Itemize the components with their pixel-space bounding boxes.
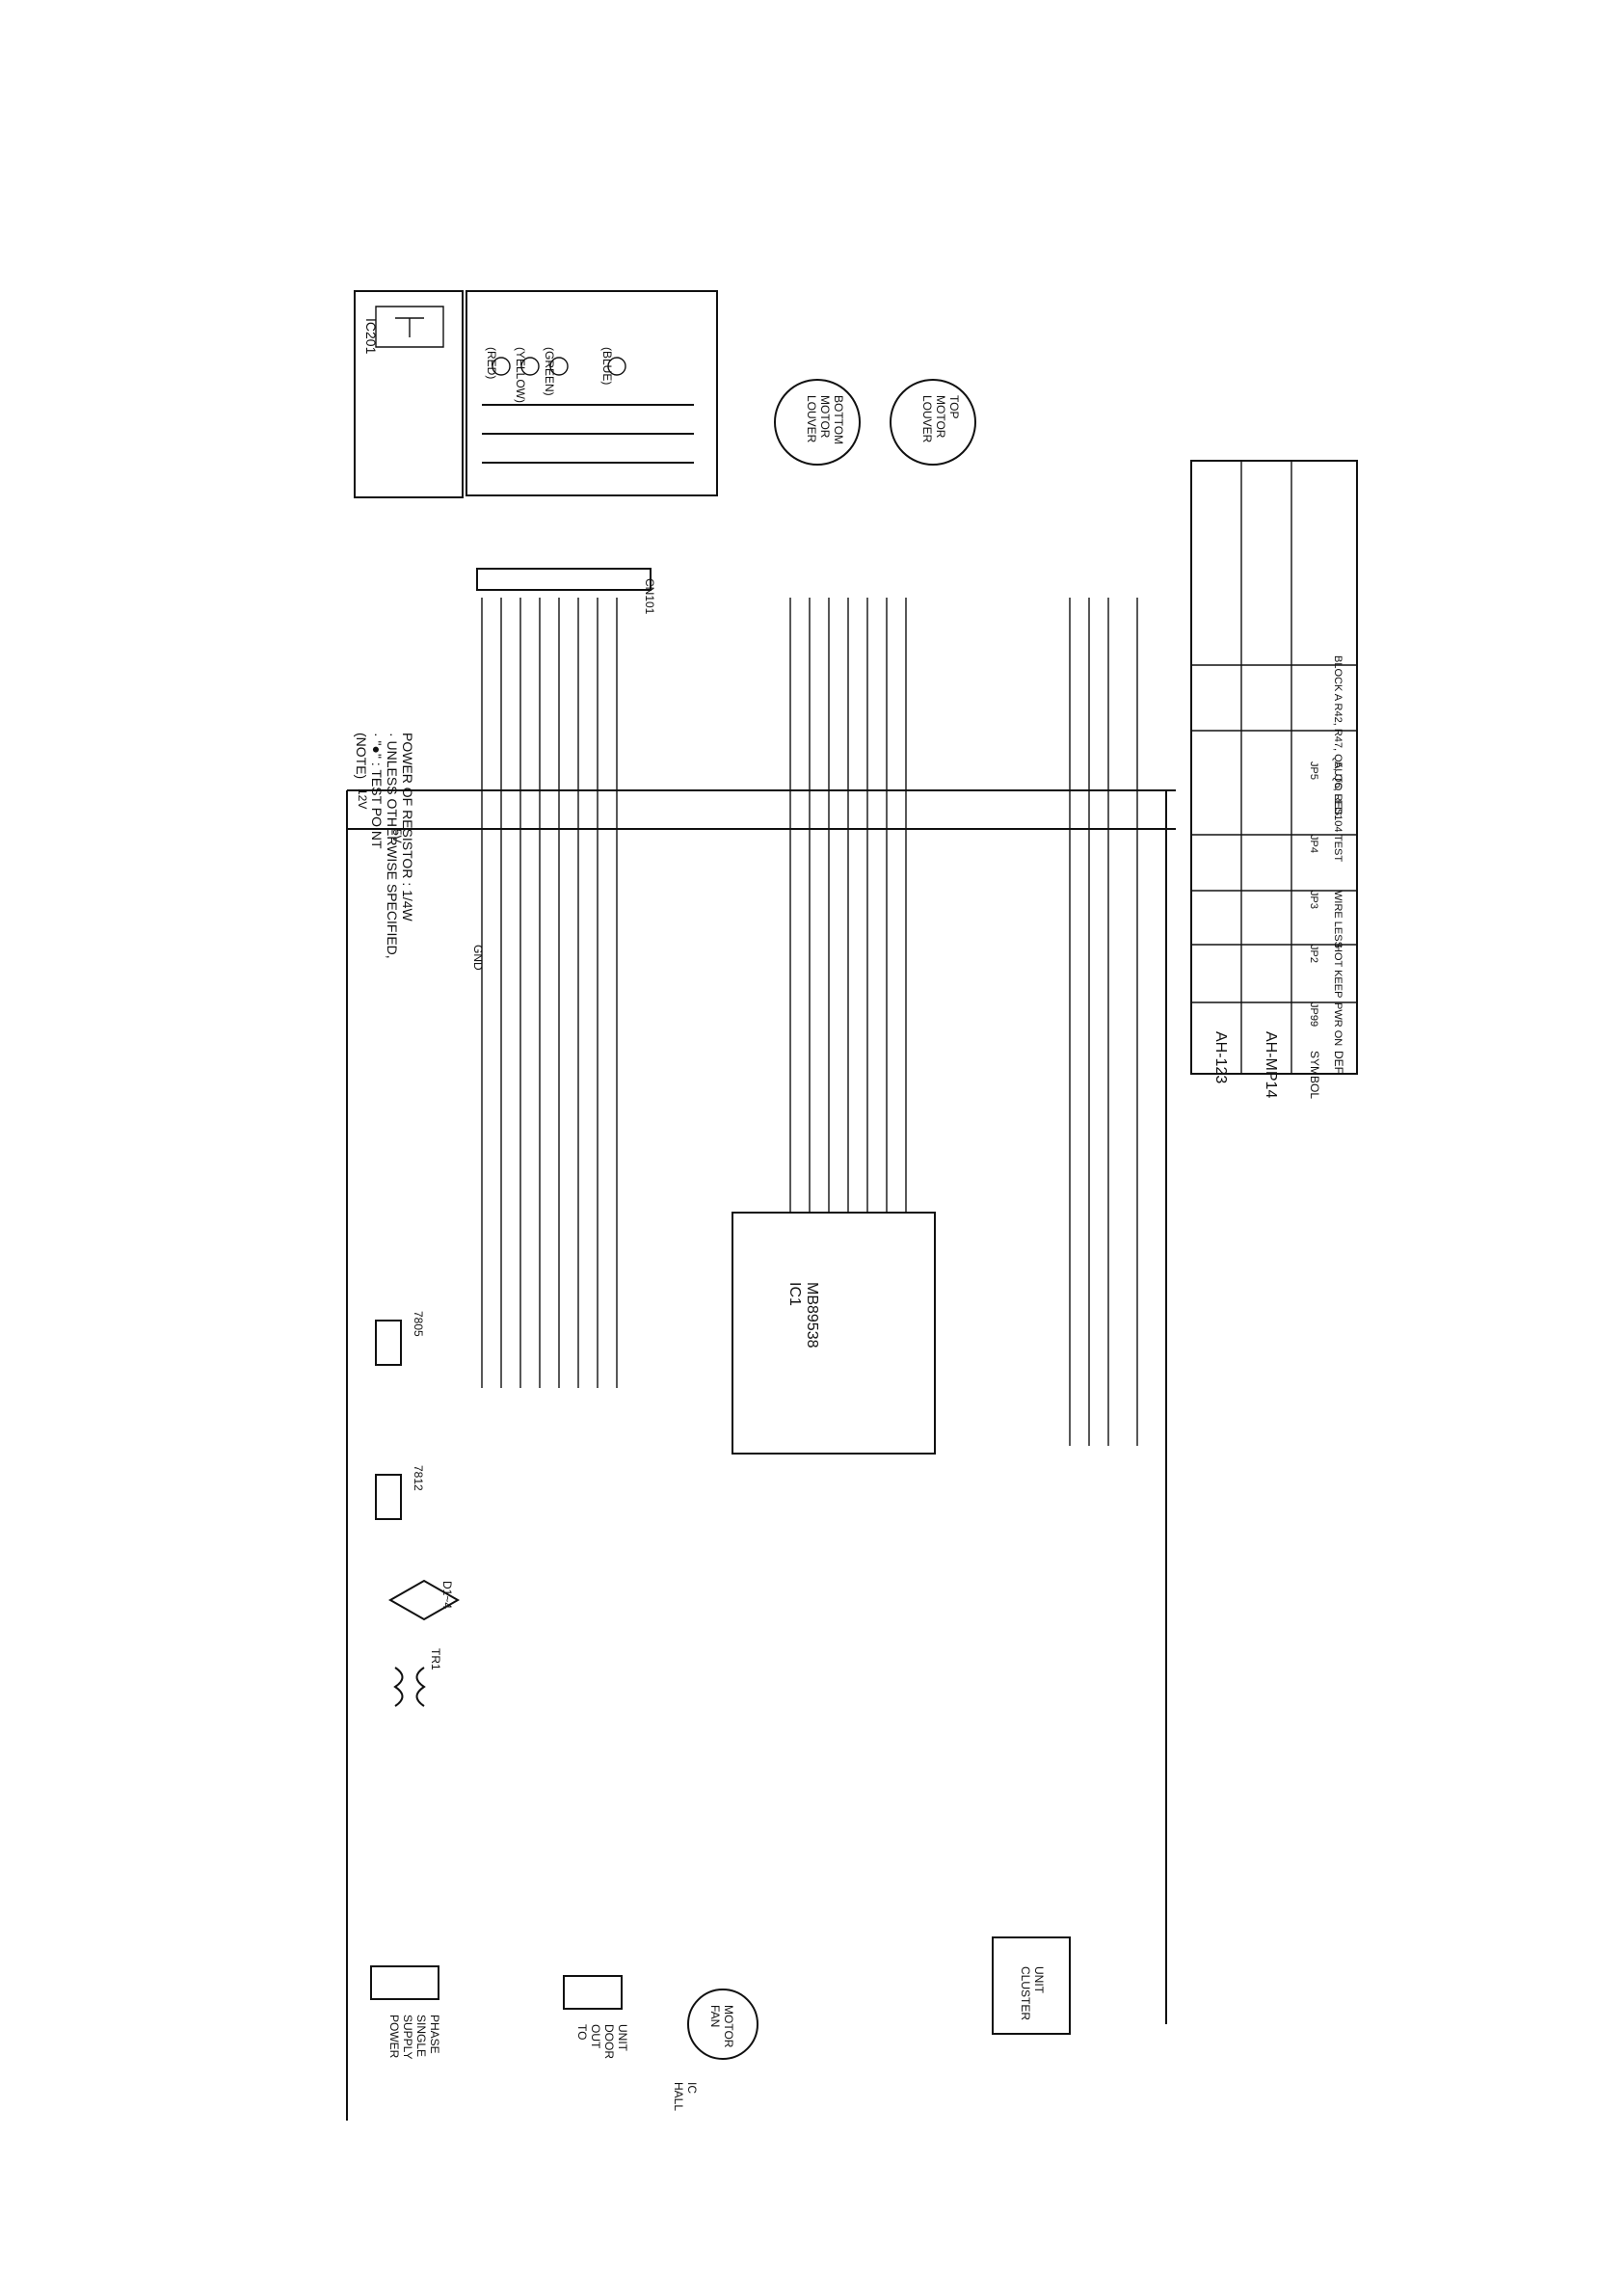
note-line2: · UNLESS OTHERWISE SPECIFIED, (385, 733, 400, 959)
svg-text:JP5: JP5 (1308, 761, 1319, 780)
note-heading: (NOTE) (354, 733, 369, 779)
hall-ic-label: HALL IC (672, 2082, 699, 2111)
svg-text:LOUVER: LOUVER (920, 395, 934, 443)
svg-text:JP2: JP2 (1308, 945, 1319, 963)
svg-text:CLUSTER: CLUSTER (1019, 1966, 1032, 2020)
ic1-part: MB89538 (804, 1282, 820, 1348)
svg-text:GND: GND (471, 945, 485, 971)
display-board: IC201 (RED) (YELLOW) (GREEN) (BLUE) (354, 290, 718, 498)
svg-text:BOTTOM: BOTTOM (832, 395, 845, 444)
svg-text:PHASE: PHASE (428, 2015, 441, 2054)
svg-text:OUT: OUT (589, 2024, 602, 2049)
svg-text:SUPPLY: SUPPLY (401, 2015, 414, 2059)
led-color-green: (GREEN) (543, 347, 556, 396)
cluster-unit: CLUSTER UNIT (992, 1936, 1071, 2035)
svg-text:SYMBOL: SYMBOL (1308, 1051, 1321, 1099)
ic1-mcu: IC1 MB89538 (732, 1212, 936, 1455)
rail-gnd-label: GND (471, 945, 485, 971)
svg-text:12V: 12V (356, 788, 369, 809)
notes: (NOTE) · "●" : TEST POINT · UNLESS OTHER… (354, 733, 415, 959)
svg-text:DEF: DEF (1332, 1051, 1345, 1074)
rail-12v-label: 12V (356, 788, 369, 809)
svg-text:AUTO RES.: AUTO RES. (1332, 761, 1344, 818)
svg-text:FAN: FAN (708, 2005, 722, 2027)
svg-text:7805: 7805 (412, 1311, 425, 1337)
svg-text:UNIT: UNIT (616, 2024, 629, 2052)
svg-text:7812: 7812 (412, 1465, 425, 1491)
svg-text:AH-MP14: AH-MP14 (1263, 1031, 1279, 1098)
svg-text:BLOCK A R42, R47, Q5, Q6, LED1: BLOCK A R42, R47, Q5, Q6, LED104 (1332, 655, 1344, 832)
svg-text:JP99: JP99 (1308, 1002, 1319, 1027)
rail-5v-label: 5V (390, 829, 404, 843)
svg-text:TEST: TEST (1332, 835, 1344, 862)
svg-text:D1~4: D1~4 (440, 1581, 454, 1609)
option-table: AH-123 AH-MP14 SYMBOL DEF JP99 JP2 JP3 J… (1190, 460, 1358, 1099)
terminal-power-supply: POWER SUPPLY SINGLE PHASE (370, 1965, 441, 2059)
led-color-yellow: (YELLOW) (514, 347, 527, 403)
led-group (492, 357, 626, 376)
louver-motor-bottom: LOUVER MOTOR BOTTOM (774, 379, 861, 466)
bus-wires (346, 598, 1176, 2121)
svg-text:MOTOR: MOTOR (934, 395, 947, 439)
louver-motor-top: LOUVER MOTOR TOP (890, 379, 976, 466)
svg-text:HALL: HALL (672, 2082, 685, 2111)
svg-text:TO: TO (575, 2024, 589, 2040)
ic201-label: IC201 (363, 318, 379, 355)
svg-text:TR1: TR1 (429, 1648, 442, 1670)
connector-cn101: CN101 (476, 568, 656, 615)
svg-text:HOT KEEP: HOT KEEP (1332, 945, 1344, 998)
note-line3: POWER OF RESISTOR : 1/4W (400, 733, 415, 922)
cn101-label: CN101 (643, 578, 656, 615)
svg-text:JP3: JP3 (1308, 891, 1319, 909)
svg-text:AH-123: AH-123 (1212, 1031, 1229, 1083)
svg-text:UNIT: UNIT (1032, 1966, 1046, 1994)
svg-text:5V: 5V (390, 829, 404, 843)
svg-text:POWER: POWER (387, 2015, 401, 2059)
svg-text:PWR ON: PWR ON (1332, 1002, 1344, 1046)
svg-text:LOUVER: LOUVER (805, 395, 818, 443)
ic1-ref: IC1 (786, 1282, 803, 1306)
fan-motor: FAN MOTOR (687, 1989, 758, 2060)
power-supply-section: 7812 7805 TR1 D1~4 (375, 1311, 461, 1707)
svg-text:IC: IC (685, 2082, 699, 2094)
svg-text:JP4: JP4 (1308, 835, 1319, 853)
svg-text:DOOR: DOOR (602, 2024, 616, 2059)
svg-text:SINGLE: SINGLE (414, 2015, 428, 2057)
svg-text:MOTOR: MOTOR (722, 2005, 735, 2048)
svg-text:TOP: TOP (947, 395, 961, 418)
led-color-red: (RED) (485, 347, 498, 379)
svg-text:MOTOR: MOTOR (818, 395, 832, 439)
terminal-outdoor: TO OUT DOOR UNIT (563, 1975, 629, 2059)
led-color-blue: (BLUE) (600, 347, 614, 385)
svg-text:WIRE LESS: WIRE LESS (1332, 891, 1344, 948)
